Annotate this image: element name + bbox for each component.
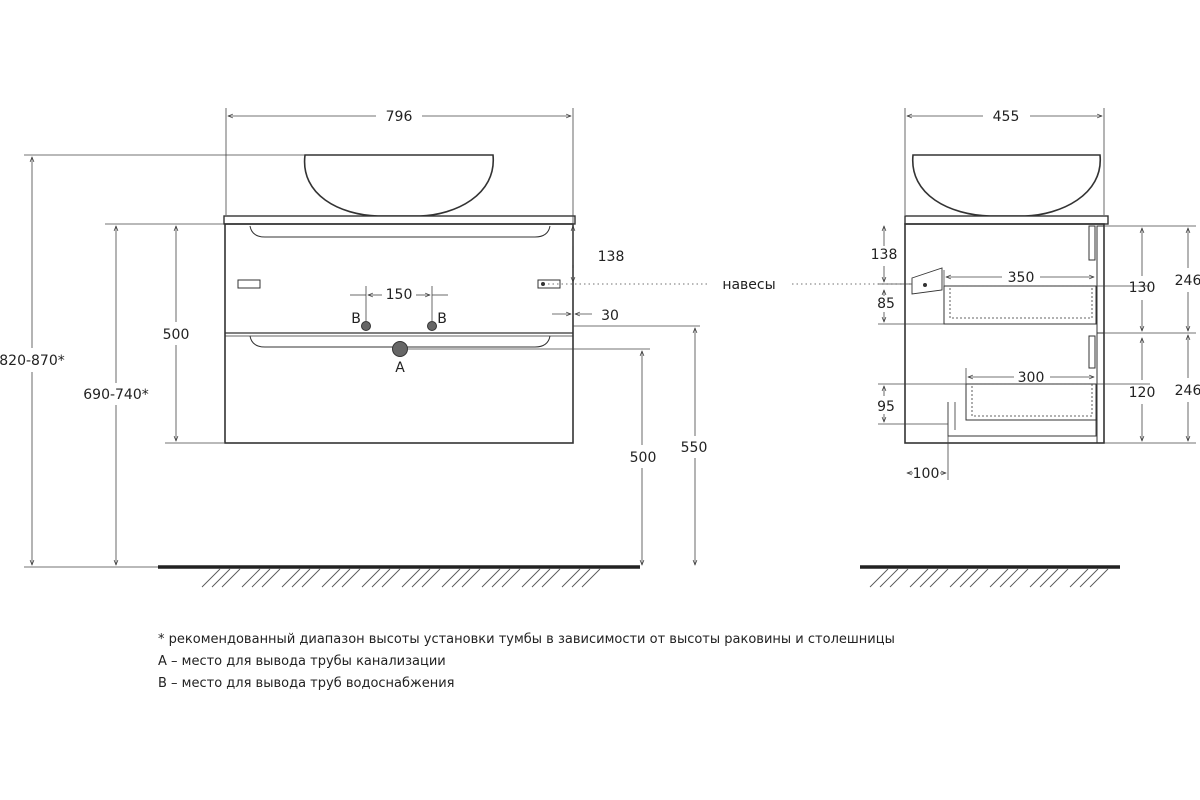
dim-lower-drawer-depth: 300 xyxy=(1018,370,1045,386)
side-hinge xyxy=(911,267,943,295)
side-cabinet-body xyxy=(904,223,1105,444)
label-water-left: B xyxy=(351,311,361,327)
drain-pipe-outlet xyxy=(392,341,408,357)
water-pipe-outlet-left xyxy=(361,321,371,331)
front-floor xyxy=(158,565,640,588)
dim-side-hinge-offset: 138 xyxy=(871,247,898,263)
dim-lower-section: 246 xyxy=(1175,383,1200,399)
front-upper-handle xyxy=(249,225,551,238)
front-hinge-left xyxy=(237,279,261,289)
dim-side-depth: 455 xyxy=(993,109,1020,125)
side-floor xyxy=(860,565,1120,588)
label-hinges: навесы xyxy=(722,277,775,293)
side-lower-drawer xyxy=(965,383,1097,421)
dim-front-width: 796 xyxy=(386,109,413,125)
front-countertop xyxy=(223,215,576,225)
dim-front-hinge-offset: 138 xyxy=(598,249,625,265)
front-hinge-right xyxy=(537,279,561,289)
dim-drain-height: 500 xyxy=(630,450,657,466)
dim-upper-step: 85 xyxy=(877,296,895,312)
dim-water-height: 550 xyxy=(681,440,708,456)
front-view xyxy=(223,154,576,444)
front-dimensions xyxy=(24,108,912,568)
dim-cabinet-height: 690-740* xyxy=(83,387,149,403)
note-drain-legend: А – место для вывода трубы канализации xyxy=(158,654,446,669)
dim-total-height: 820-870* xyxy=(0,353,65,369)
dim-lower-step: 95 xyxy=(877,399,895,415)
side-view xyxy=(904,154,1109,444)
side-basin xyxy=(912,154,1101,217)
dim-side-offset: 30 xyxy=(601,308,619,324)
dim-upper-section: 246 xyxy=(1175,273,1200,289)
dim-pipe-spacing: 150 xyxy=(386,287,413,303)
label-water-right: B xyxy=(437,311,447,327)
front-basin xyxy=(303,154,494,217)
side-labels: 455 138 85 350 130 246 95 300 120 246 10… xyxy=(871,109,1200,482)
side-front-panel xyxy=(1096,225,1105,444)
dim-body-height: 500 xyxy=(163,327,190,343)
note-height-range: * рекомендованный диапазон высоты устано… xyxy=(158,632,895,647)
side-dimensions xyxy=(878,108,1196,480)
dim-upper-drawer-height: 130 xyxy=(1129,280,1156,296)
label-drain: A xyxy=(395,360,405,376)
side-countertop xyxy=(904,215,1109,225)
dim-back-offset: 100 xyxy=(913,466,940,482)
dim-upper-drawer-depth: 350 xyxy=(1008,270,1035,286)
dim-lower-drawer-height: 120 xyxy=(1129,385,1156,401)
note-water-legend: В – место для вывода труб водоснабжения xyxy=(158,676,455,691)
front-labels: 796 820-870* 690-740* 500 150 B B A 138 … xyxy=(0,109,776,466)
water-pipe-outlet-right xyxy=(427,321,437,331)
